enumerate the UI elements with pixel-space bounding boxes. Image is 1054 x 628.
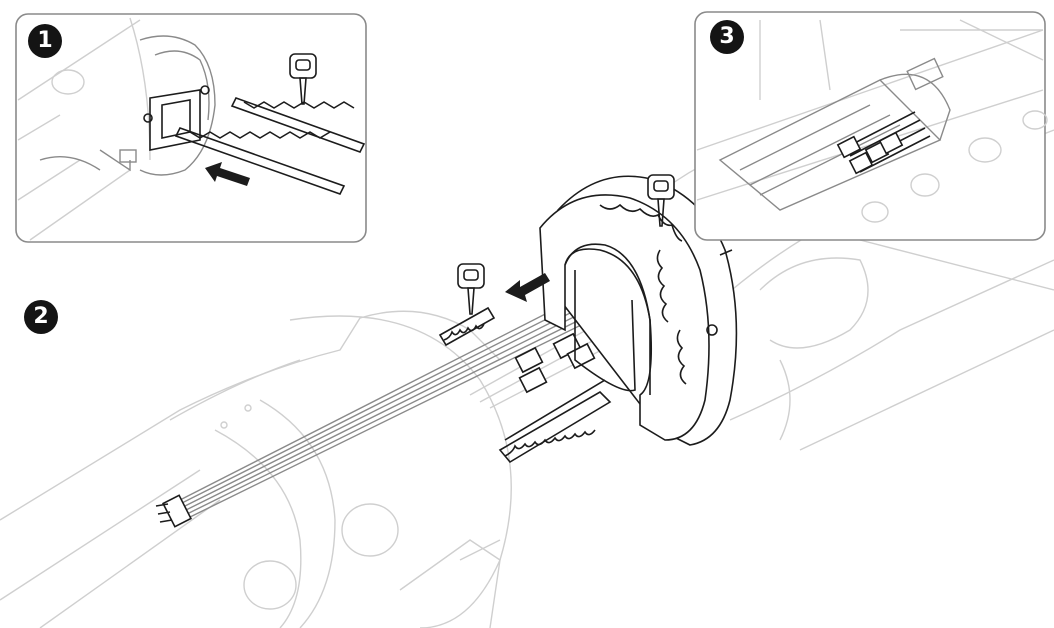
- connector-blocks: [514, 332, 596, 394]
- key-tag-icon: [457, 263, 485, 315]
- key-tag-icon: [647, 174, 675, 227]
- push-arrow-icon: [205, 162, 250, 186]
- step-3-badge: 3: [710, 20, 744, 54]
- lower-carrier-strip: [498, 379, 612, 464]
- inset-panel-3: [694, 11, 1048, 241]
- bulkhead-former: [539, 175, 738, 446]
- upper-carrier-strip: [438, 306, 496, 347]
- inset-panel-1: [15, 13, 367, 243]
- step-1-badge: 1: [28, 24, 62, 58]
- step-2-badge: 2: [24, 300, 58, 334]
- servo-plug: [155, 494, 192, 528]
- pull-arrow-icon: [505, 273, 550, 302]
